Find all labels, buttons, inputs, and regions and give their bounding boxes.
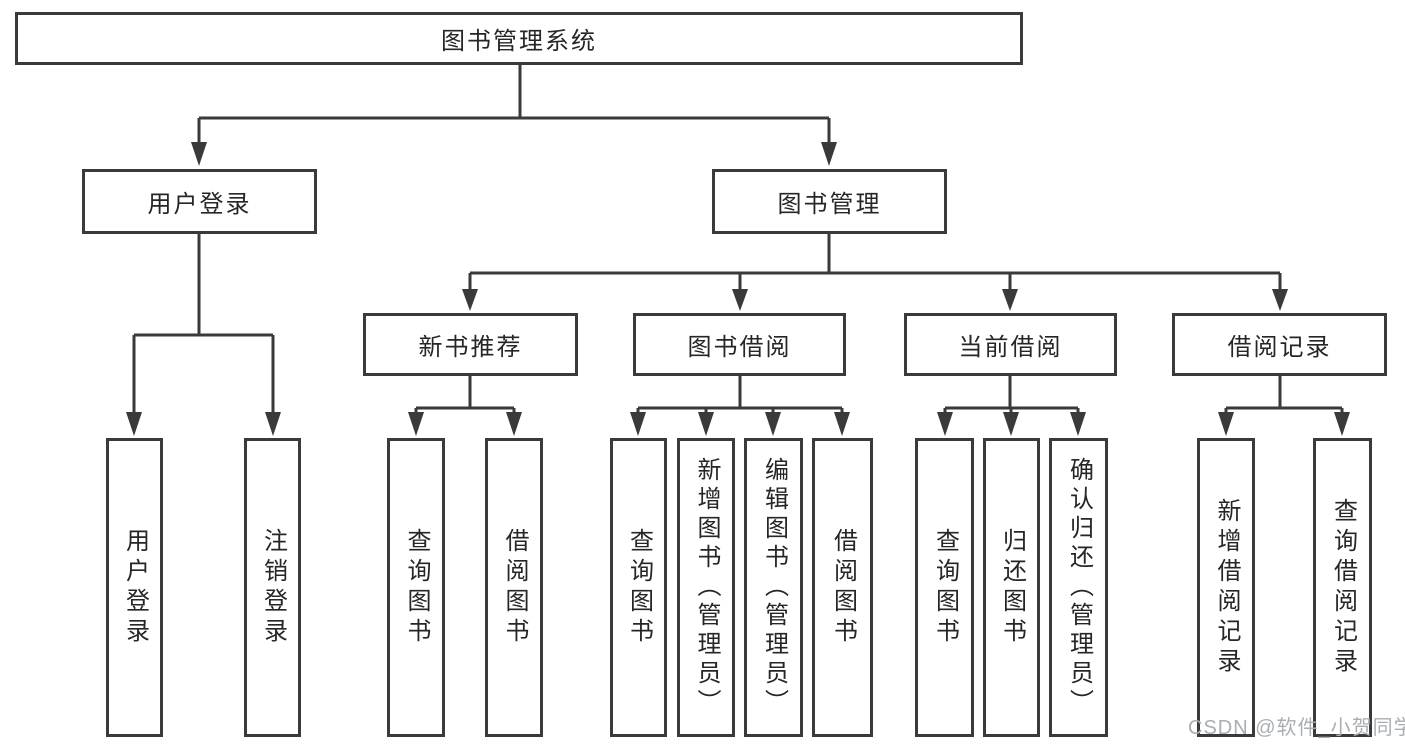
- node-new-book-recommend: 新书推荐: [363, 313, 578, 376]
- leaf-query-book-borrow: 查询图书: [610, 438, 667, 737]
- leaf-add-book-admin: 新增图书（管理员）: [677, 438, 735, 737]
- leaf-add-borrow-record: 新增借阅记录: [1197, 438, 1255, 737]
- leaf-confirm-return-admin: 确认归还（管理员）: [1049, 438, 1108, 737]
- node-root: 图书管理系统: [15, 12, 1023, 65]
- leaf-add-borrow-record-label: 新增借阅记录: [1213, 497, 1240, 678]
- leaf-logout-label: 注销登录: [259, 527, 287, 648]
- leaf-query-book-recommend: 查询图书: [387, 438, 445, 737]
- leaf-return-book: 归还图书: [983, 438, 1040, 737]
- leaf-query-book-current: 查询图书: [915, 438, 974, 737]
- leaf-logout: 注销登录: [244, 438, 301, 737]
- leaf-query-borrow-record: 查询借阅记录: [1313, 438, 1372, 737]
- leaf-borrow-book-recommend-label: 借阅图书: [501, 527, 528, 648]
- leaf-query-borrow-record-label: 查询借阅记录: [1329, 497, 1357, 678]
- leaf-user-login: 用户登录: [106, 438, 163, 737]
- leaf-return-book-label: 归还图书: [998, 527, 1026, 648]
- node-user-login-label: 用户登录: [147, 191, 252, 218]
- leaf-query-book-recommend-label: 查询图书: [403, 527, 430, 648]
- csdn-watermark: CSDN @软件_小贺同学: [1188, 717, 1405, 739]
- leaf-borrow-book: 借阅图书: [812, 438, 873, 737]
- node-root-label: 图书管理系统: [441, 28, 597, 55]
- leaf-confirm-return-admin-label: 确认归还（管理员）: [1065, 457, 1093, 718]
- leaf-add-book-admin-label: 新增图书（管理员）: [693, 457, 720, 718]
- arrowheads: [126, 142, 1350, 436]
- leaf-query-book-current-label: 查询图书: [931, 527, 959, 648]
- leaf-edit-book-admin-label: 编辑图书（管理员）: [760, 457, 788, 718]
- node-current-borrow: 当前借阅: [904, 313, 1117, 376]
- node-current-borrow-label: 当前借阅: [958, 334, 1063, 361]
- leaf-borrow-book-label: 借阅图书: [829, 527, 857, 648]
- node-borrow-record: 借阅记录: [1172, 313, 1387, 376]
- node-new-book-recommend-label: 新书推荐: [418, 334, 523, 361]
- leaf-user-login-label: 用户登录: [121, 527, 149, 648]
- node-book-borrow: 图书借阅: [633, 313, 846, 376]
- node-user-login: 用户登录: [82, 169, 317, 234]
- node-borrow-record-label: 借阅记录: [1227, 334, 1332, 361]
- leaf-query-book-borrow-label: 查询图书: [625, 527, 653, 648]
- leaf-edit-book-admin: 编辑图书（管理员）: [744, 438, 803, 737]
- node-book-management: 图书管理: [712, 169, 947, 234]
- node-book-borrow-label: 图书借阅: [687, 334, 792, 361]
- node-book-management-label: 图书管理: [777, 191, 882, 218]
- leaf-borrow-book-recommend: 借阅图书: [485, 438, 543, 737]
